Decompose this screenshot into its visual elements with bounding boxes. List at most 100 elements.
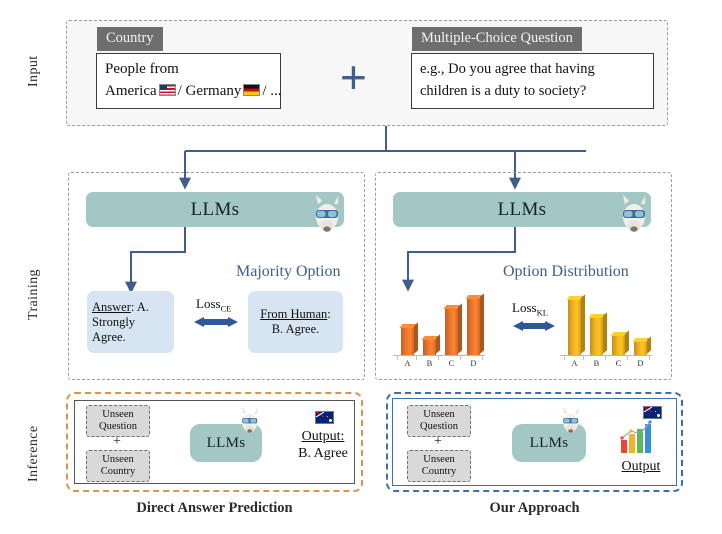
country-line2-pre: America [105, 83, 157, 99]
input-plus-symbol: + [340, 51, 367, 103]
gold-card-line2: B. Agree. [271, 322, 320, 336]
chart-tick [649, 355, 650, 360]
training-gold-card: From Human: B. Agree. [248, 291, 343, 353]
chart-bar-label: A [404, 358, 411, 368]
chart-tick [438, 355, 439, 360]
chart-axis [393, 355, 485, 356]
chart-bar-label: D [637, 358, 644, 368]
chart-bar: B [421, 334, 440, 368]
country-line2-mid: / Germany [177, 83, 242, 99]
stage-label-training: Training [26, 269, 41, 321]
stage-label-inference: Inference [26, 425, 41, 483]
chart-bar: A [566, 294, 585, 368]
training-right-llm-label: LLMs [497, 198, 547, 220]
country-line-1: People from [105, 61, 179, 77]
au-flag-icon [643, 406, 662, 419]
training-right-llm-box: LLMs [393, 192, 651, 227]
output-title: Output: [301, 429, 345, 444]
country-tab-label: Country [97, 27, 163, 51]
inference-left-output: Output: B. Agree [291, 428, 355, 462]
inference-left-plus: + [113, 434, 121, 449]
loss-kl-label: LossKL [512, 300, 548, 318]
human-distribution-chart: A B C D [560, 286, 670, 368]
training-left-frame [68, 172, 365, 380]
inference-right-plus: + [434, 434, 442, 449]
chart-bar-label: C [448, 358, 455, 368]
inference-left-frame [66, 392, 363, 492]
majority-option-label: Majority Option [236, 263, 341, 280]
chart-bar: B [588, 312, 607, 368]
question-line-1: e.g., Do you agree that having [420, 61, 595, 77]
output-title: Output [621, 459, 661, 474]
caption-direct-answer-prediction: Direct Answer Prediction [136, 500, 293, 516]
question-line-2: children is a duty to society? [420, 83, 587, 99]
chip-unseen-country: Unseen Country [407, 450, 471, 482]
chart-tick [564, 355, 565, 360]
chip-unseen-country: Unseen Country [86, 450, 150, 482]
chip-unseen-question: Unseen Question [407, 405, 471, 437]
au-flag-icon [315, 411, 334, 424]
country-line-2: America / Germany / ... [105, 80, 282, 102]
loss-ce-label: LossCE [196, 296, 231, 314]
pred-card-sep: : A. [130, 299, 149, 314]
output-value: B. Agree [298, 446, 348, 461]
de-flag-icon [243, 84, 261, 96]
option-distribution-label: Option Distribution [503, 263, 629, 280]
chip-c-line1: Unseen [102, 454, 134, 465]
chart-tick [605, 355, 606, 360]
training-right-frame [375, 172, 672, 380]
chart-axis [560, 355, 652, 356]
chart-bar: C [610, 330, 629, 368]
gold-card-sep: : [327, 307, 331, 321]
inference-right-frame [386, 392, 683, 492]
loss-kl-text: Loss [512, 300, 537, 315]
chart-tick [482, 355, 483, 360]
pred-card-line2: Strongly Agree. [92, 314, 136, 344]
inference-right-llm-label: LLMs [529, 434, 569, 451]
chart-bar: A [399, 322, 418, 368]
loss-ce-text: Loss [196, 296, 221, 311]
chart-bar-label: C [615, 358, 622, 368]
question-input-box: e.g., Do you agree that having children … [411, 53, 654, 109]
model-distribution-chart: A B C D [393, 286, 503, 368]
loss-kl-subscript: KL [536, 307, 548, 318]
chart-tick [416, 355, 417, 360]
chip-q-line1: Unseen [102, 409, 134, 420]
us-flag-icon [158, 84, 176, 96]
chip-c-line2: Country [100, 466, 136, 477]
chart-tick [397, 355, 398, 360]
chart-tick [583, 355, 584, 360]
chip-q-line2: Question [99, 421, 137, 432]
gold-card-title: From Human [260, 307, 328, 321]
country-input-box: People from America / Germany / ... [96, 53, 282, 109]
chart-tick [460, 355, 461, 360]
training-left-llm-box: LLMs [86, 192, 344, 227]
chart-bar-label: B [426, 358, 433, 368]
loss-ce-subscript: CE [220, 303, 232, 314]
llama-avatar-icon [562, 407, 579, 433]
llama-avatar-icon [315, 194, 339, 232]
chip-unseen-question: Unseen Question [86, 405, 150, 437]
chart-bar-label: D [470, 358, 477, 368]
chart-bar: D [465, 293, 484, 368]
inference-left-llm-label: LLMs [206, 434, 246, 451]
chip-q-line2: Question [420, 421, 458, 432]
chart-bar-label: A [571, 358, 578, 368]
chip-c-line2: Country [421, 466, 457, 477]
chart-bar: C [443, 303, 462, 368]
llama-avatar-icon [241, 407, 258, 433]
chart-tick [627, 355, 628, 360]
question-tab-label: Multiple-Choice Question [412, 27, 582, 51]
chip-q-line1: Unseen [423, 409, 455, 420]
caption-our-approach: Our Approach [489, 500, 580, 516]
llama-avatar-icon [622, 194, 646, 232]
pred-card-title: Answer [92, 299, 131, 314]
stage-label-input: Input [26, 55, 41, 87]
country-line2-post: / ... [262, 83, 282, 99]
chart-bar: D [632, 336, 651, 368]
chip-c-line1: Unseen [423, 454, 455, 465]
bar-chart-icon [620, 420, 652, 453]
training-left-llm-label: LLMs [190, 198, 240, 220]
chart-bar-label: B [593, 358, 600, 368]
